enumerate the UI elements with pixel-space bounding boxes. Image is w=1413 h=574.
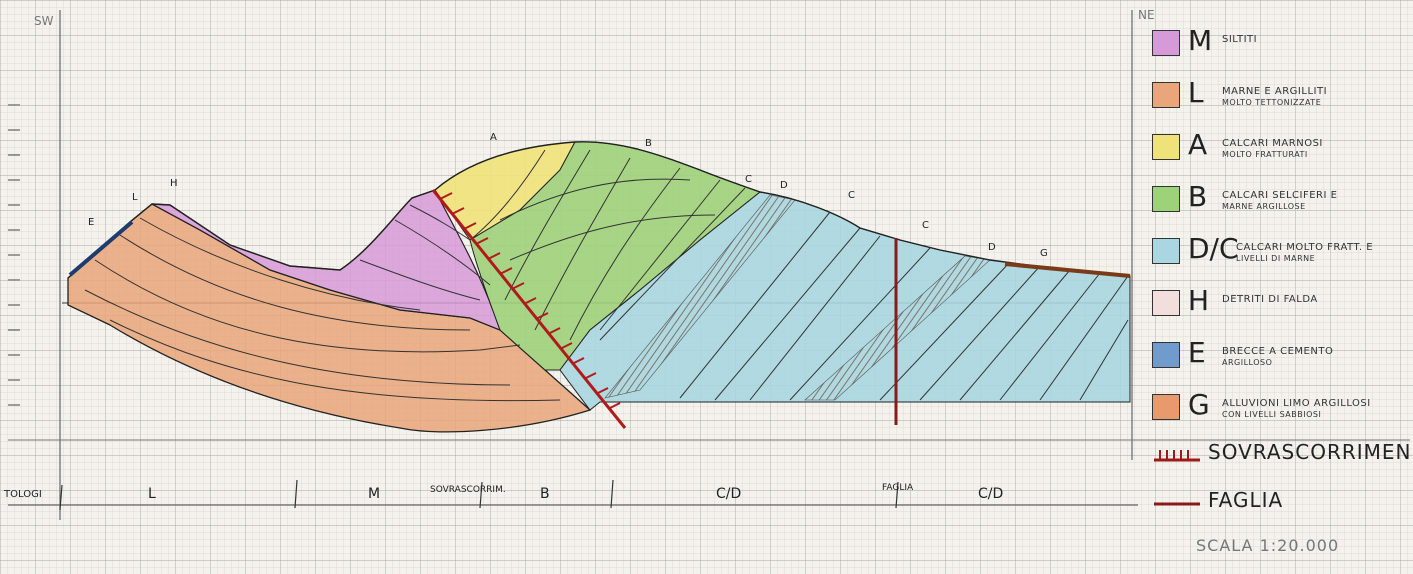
label-c1: C	[745, 174, 752, 185]
zone-b: B	[540, 486, 550, 502]
label-e: E	[88, 217, 94, 228]
label-c2: C	[848, 190, 855, 201]
zone-cd-2: C/D	[978, 486, 1003, 502]
corner-sw: SW	[34, 14, 54, 28]
bottom-faglia: FAGLIA	[882, 483, 914, 493]
legend-letter: A	[1188, 128, 1208, 161]
legend-letter: B	[1188, 180, 1208, 213]
legend-letter: M	[1188, 24, 1213, 57]
unit-e-breccia	[68, 220, 134, 277]
thrust-symbol	[1154, 450, 1200, 462]
legend-swatch	[1152, 134, 1180, 160]
legend-swatch	[1152, 238, 1180, 264]
bedding-l	[84, 217, 561, 402]
label-l: L	[132, 192, 138, 203]
legend-swatch	[1152, 82, 1180, 108]
bedding-ab	[469, 149, 721, 341]
bedding-cd	[599, 187, 1129, 401]
label-a: A	[490, 132, 497, 143]
bedding-m	[359, 204, 491, 301]
label-g: G	[1040, 248, 1048, 259]
legend-letter: E	[1188, 336, 1206, 369]
legend-swatch	[1152, 342, 1180, 368]
label-b: B	[645, 138, 652, 149]
band-d-1	[604, 194, 796, 399]
bottom-left-cut: TOLOGI	[3, 489, 42, 500]
legend-sovrascorrimento-text: SOVRASCORRIMEN	[1208, 440, 1412, 464]
legend-letter: G	[1188, 388, 1210, 421]
legend-swatch	[1152, 186, 1180, 212]
legend-text: SILTITI	[1222, 34, 1258, 45]
legend-swatch	[1152, 290, 1180, 316]
zone-cd-1: C/D	[716, 486, 741, 502]
unit-g-alluvioni	[1004, 262, 1131, 278]
label-h: H	[170, 178, 178, 189]
legend-letter: H	[1188, 284, 1210, 317]
legend-text: DETRITI DI FALDA	[1222, 294, 1318, 305]
fault-symbol	[1154, 502, 1200, 506]
corner-ne: NE	[1138, 8, 1155, 22]
bottom-sovrascorrimento: SOVRASCORRIM.	[430, 485, 506, 495]
thrust-fault	[431, 189, 627, 429]
vertical-scale-ticks	[8, 104, 20, 406]
label-c3: C	[922, 220, 929, 231]
zone-ticks	[59, 479, 899, 511]
zone-l: L	[148, 486, 156, 502]
legend-letter: L	[1188, 76, 1204, 109]
legend-faglia-text: FAGLIA	[1208, 488, 1284, 512]
label-d2: D	[988, 242, 996, 253]
topographic-profile	[67, 141, 1131, 279]
zone-m: M	[368, 486, 380, 502]
legend-swatch	[1152, 30, 1180, 56]
label-d1: D	[780, 180, 788, 191]
legend-swatch	[1152, 394, 1180, 420]
scale-label: SCALA 1:20.000	[1196, 536, 1340, 555]
legend-letter: D/C	[1188, 232, 1239, 265]
